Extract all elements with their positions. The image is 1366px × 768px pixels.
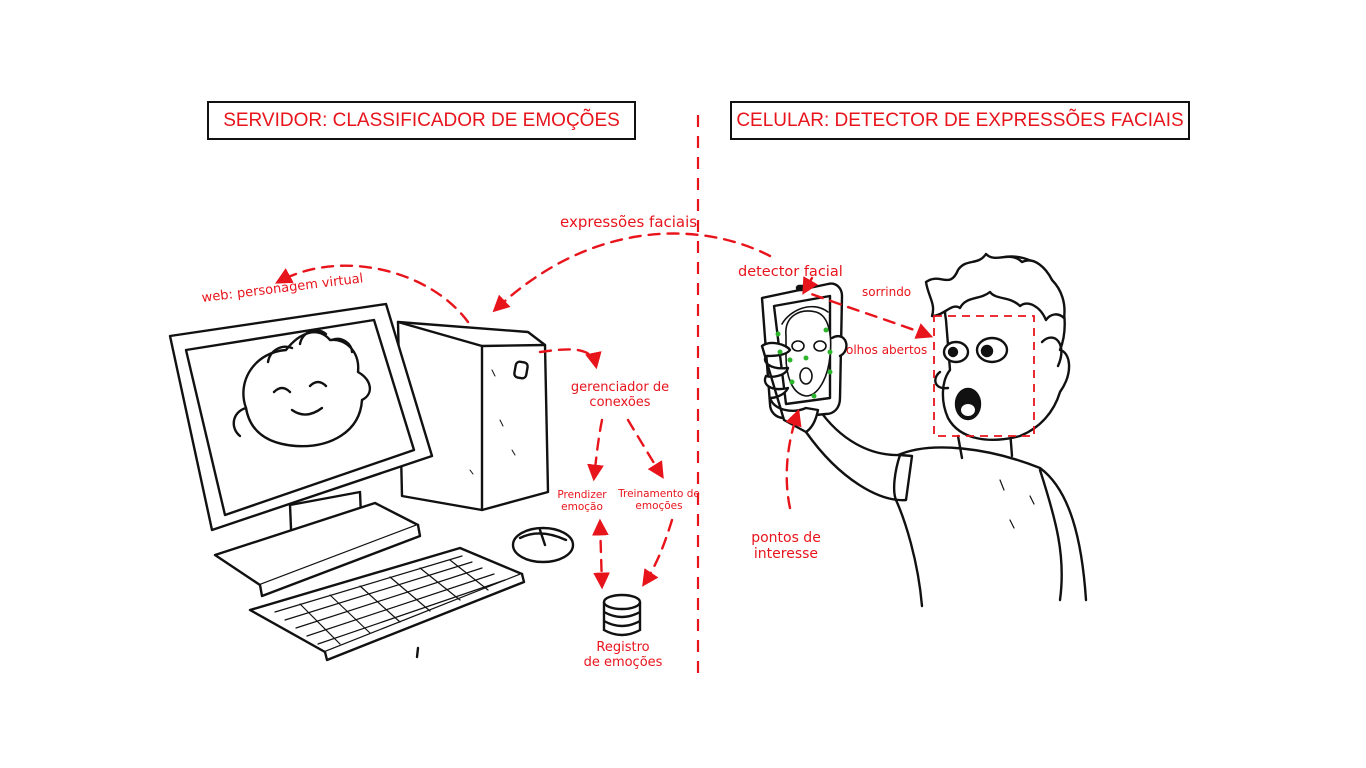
label-eyes-open: olhos abertos — [846, 343, 928, 357]
arrow-connection-manager — [538, 348, 602, 370]
mouse-drawing — [511, 526, 575, 564]
arrow-train-registry — [642, 518, 674, 587]
label-points-of-interest: pontos de interesse — [740, 530, 832, 562]
server-title: SERVIDOR: CLASSIFICADOR DE EMOÇÕES — [207, 101, 636, 140]
arm-drawing — [804, 406, 914, 502]
label-points-line2: interesse — [753, 546, 819, 563]
computer-illustration — [168, 302, 575, 662]
arrow-web-character — [275, 264, 470, 324]
arrow-points-to-phone — [785, 408, 802, 510]
label-face-detector: detector facial — [738, 264, 843, 280]
label-learn: Prendizer emoção — [548, 489, 616, 513]
label-train: Treinamento de emoções — [614, 488, 704, 512]
database-icon — [602, 593, 642, 637]
label-smiling: sorrindo — [862, 285, 912, 299]
label-registry-line1: Registro — [596, 640, 650, 655]
flow-arrows — [275, 232, 934, 590]
label-registry: Registro de emoções — [572, 640, 674, 671]
phone-title: CELULAR: DETECTOR DE EXPRESSÕES FACIAIS — [730, 101, 1190, 140]
phone-screen-face — [781, 306, 832, 397]
eyes-drawing — [942, 336, 1009, 364]
face-detection-box — [933, 315, 1035, 437]
arrow-expressions — [492, 232, 772, 313]
label-connection-manager-line1: gerenciador de — [570, 380, 670, 395]
arrow-to-train — [626, 418, 664, 479]
keyboard-drawing — [248, 546, 526, 662]
label-train-line2: emoções — [635, 500, 683, 513]
label-points-line1: pontos de — [751, 530, 821, 546]
label-expressions: expressões faciais — [560, 213, 698, 231]
arrow-to-learn — [587, 418, 604, 482]
hand-drawing — [760, 341, 820, 434]
landmark-points — [775, 327, 833, 399]
hair-drawing — [924, 252, 1066, 322]
arrow-learn-registry — [592, 518, 610, 590]
label-registry-line2: de emoções — [583, 654, 663, 670]
torso-drawing — [894, 446, 1088, 608]
arrow-detector-to-phone — [802, 276, 818, 295]
arrow-face-to-phone — [804, 290, 934, 339]
label-train-line1: Treinamento de — [618, 488, 700, 500]
label-connection-manager-line2: conexões — [589, 394, 651, 410]
label-learn-line1: Prendizer — [557, 489, 607, 501]
label-learn-line2: emoção — [561, 501, 603, 514]
tower-drawing — [396, 320, 550, 512]
label-connection-manager: gerenciador de conexões — [552, 380, 688, 411]
virtual-character-face — [232, 329, 371, 448]
person-illustration — [760, 252, 1088, 608]
